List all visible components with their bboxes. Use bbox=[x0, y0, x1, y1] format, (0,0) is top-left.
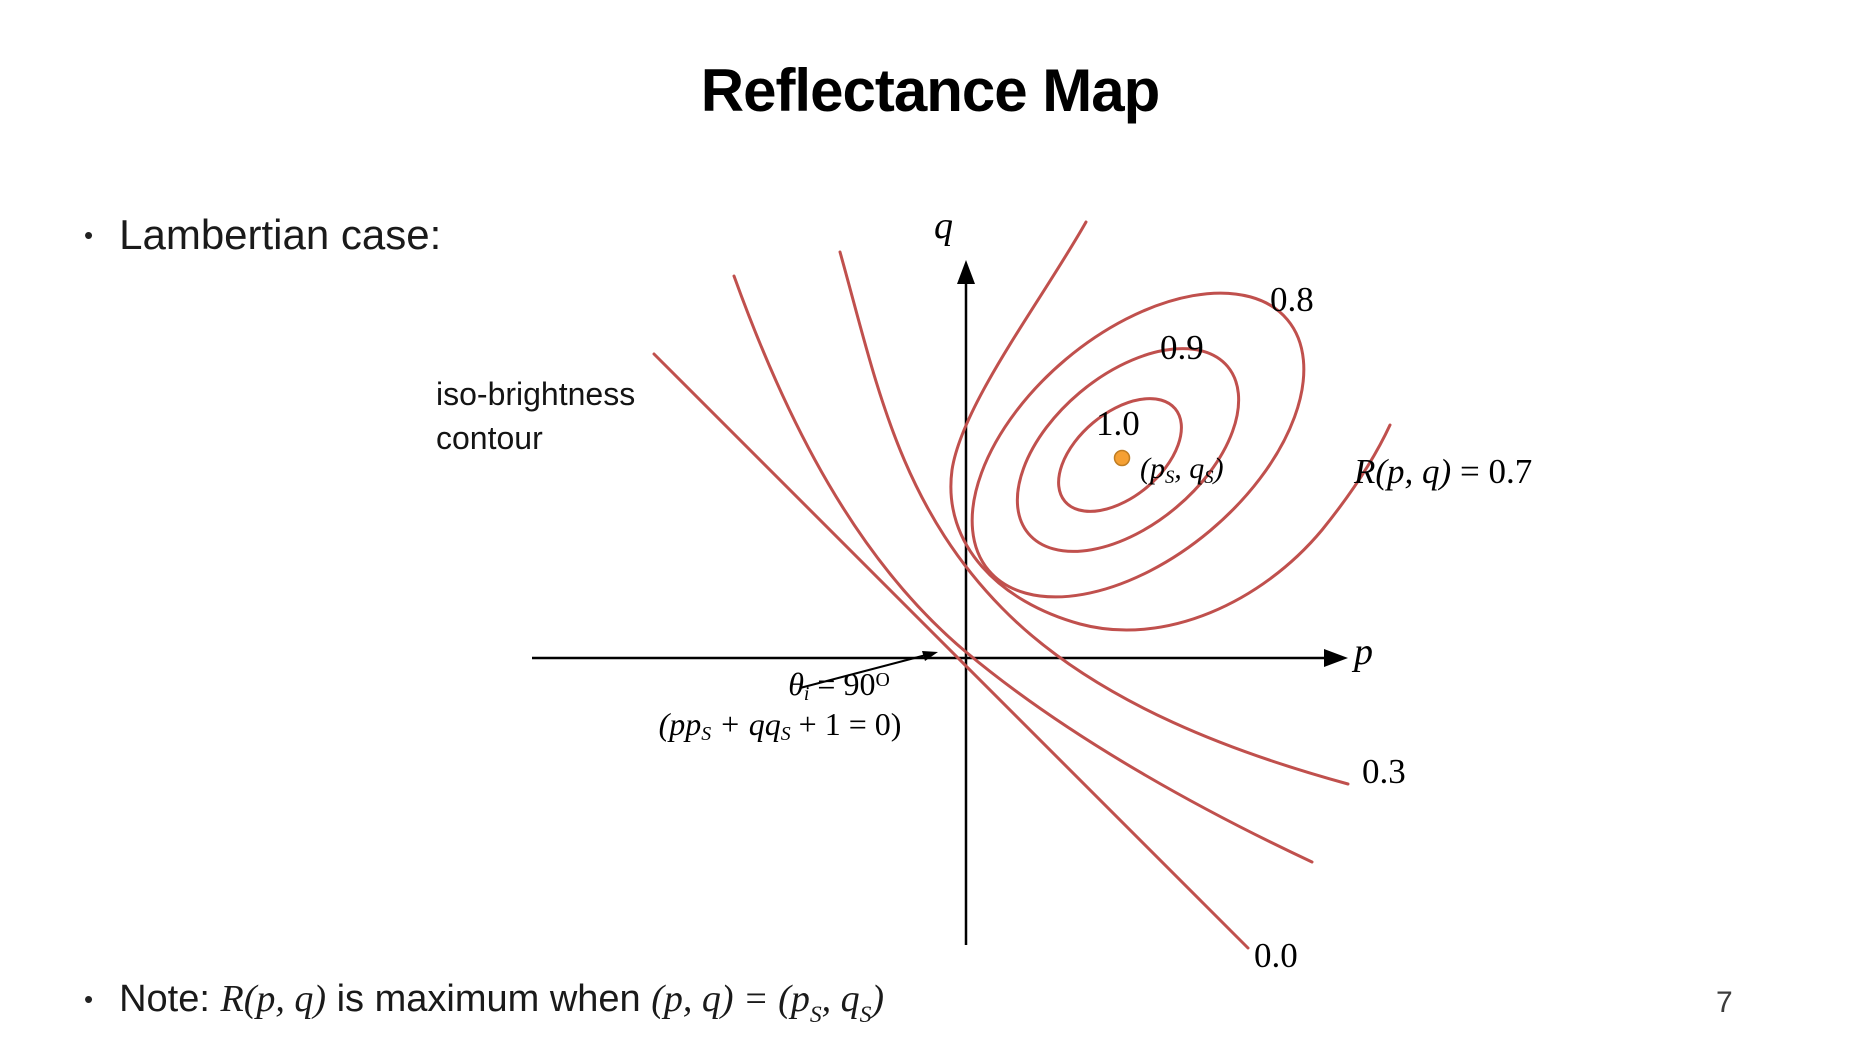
reflectance-equation-math: R(p, q) bbox=[1354, 452, 1452, 491]
contour-label-00: 0.0 bbox=[1254, 936, 1298, 975]
contour-curve-07 bbox=[949, 220, 1392, 632]
theta-label: θi = 90O bbox=[744, 666, 934, 706]
line-eq-seg: + 1 = 0) bbox=[790, 706, 902, 742]
note-seg: ) bbox=[871, 978, 885, 1020]
theta-seg: θ bbox=[788, 666, 804, 702]
iso-brightness-line1: iso-brightness bbox=[436, 376, 636, 412]
contour-label-08: 0.8 bbox=[1270, 280, 1314, 319]
bullet-icon: • bbox=[84, 984, 94, 1014]
source-point-seg: , q bbox=[1174, 452, 1205, 485]
note-seg: S bbox=[809, 1002, 822, 1028]
note-seg: is maximum when bbox=[326, 978, 652, 1020]
bullet-lambertian-text: Lambertian case: bbox=[119, 211, 442, 258]
contour-ellipse-08 bbox=[970, 291, 1306, 599]
line-eq-seg: (pp bbox=[658, 706, 702, 742]
contour-label-03: 0.3 bbox=[1362, 752, 1406, 791]
bullet-note: • Note: R(p, q) is maximum when (p, q) =… bbox=[84, 974, 884, 1040]
note-seg: S bbox=[859, 1002, 872, 1028]
source-point-seg: ) bbox=[1213, 452, 1224, 485]
theta-seg: i bbox=[803, 683, 810, 706]
p-axis-label: p bbox=[1354, 631, 1373, 673]
contour-ellipse-09 bbox=[1015, 347, 1241, 553]
contour-curve-intermediate bbox=[732, 274, 1314, 864]
note-text: Note: R(p, q) is maximum when (p, q) = (… bbox=[119, 974, 884, 1040]
p-axis-arrow-icon bbox=[1324, 649, 1348, 667]
contour-ellipse-10 bbox=[1057, 397, 1183, 513]
line-eq-seg: + qq bbox=[711, 706, 781, 742]
iso-brightness-line2: contour bbox=[436, 420, 543, 456]
note-seg: , q bbox=[821, 978, 860, 1020]
note-seg: (p, q) = (p bbox=[651, 978, 810, 1020]
theta-annotation-arrow-line bbox=[799, 654, 927, 689]
page-title: Reflectance Map bbox=[700, 57, 1161, 124]
contour-line-00 bbox=[652, 352, 1250, 950]
line-eq-seg: S bbox=[780, 723, 791, 746]
contour-label-10: 1.0 bbox=[1096, 404, 1140, 443]
page-number: 7 bbox=[1716, 986, 1733, 1019]
bullet-lambertian: • Lambertian case: bbox=[84, 208, 441, 262]
note-seg: Note: bbox=[119, 978, 221, 1020]
theta-annotation-arrow-icon bbox=[922, 651, 938, 661]
q-axis-label: q bbox=[934, 205, 953, 247]
q-axis-arrow-icon bbox=[957, 260, 975, 284]
contour-curve-03 bbox=[838, 250, 1350, 786]
source-point-label: (pS, qS) bbox=[1140, 452, 1224, 489]
theta-seg: = 90 bbox=[809, 666, 876, 702]
source-point-seg: (p bbox=[1140, 452, 1165, 485]
source-point-dot bbox=[1113, 449, 1131, 467]
contour-label-09: 0.9 bbox=[1160, 328, 1204, 367]
line-eq-seg: S bbox=[701, 723, 712, 746]
theta-seg: O bbox=[875, 668, 890, 691]
reflectance-equation-label: R(p, q) = 0.7 bbox=[1354, 452, 1532, 492]
source-point-seg: S bbox=[1165, 466, 1175, 488]
note-seg: R(p, q) bbox=[220, 978, 327, 1020]
line-equation-label: (ppS + qqS + 1 = 0) bbox=[620, 706, 940, 746]
reflectance-equation-value: = 0.7 bbox=[1451, 452, 1533, 491]
iso-brightness-label: iso-brightness contour bbox=[436, 372, 635, 460]
source-point-seg: S bbox=[1204, 466, 1214, 488]
bullet-icon: • bbox=[84, 220, 94, 250]
